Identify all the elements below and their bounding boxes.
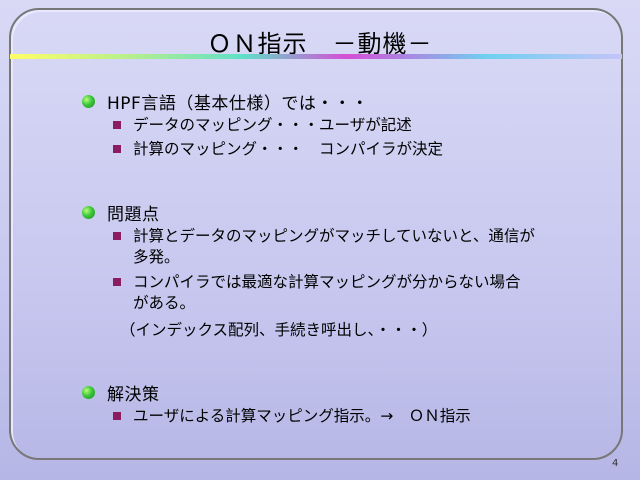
green-bullet-icon [82, 95, 95, 108]
title-underline-bar [10, 54, 622, 59]
green-bullet-icon [82, 206, 95, 219]
section-2-note: （インデックス配列、手続き呼出し、・・・） [120, 321, 438, 339]
square-bullet-icon [113, 121, 121, 129]
section-2-item-2-line-2: がある。 [133, 294, 196, 312]
section-1-item-1: データのマッピング・・・ユーザが記述 [113, 115, 412, 136]
section-2-item-1-line-1: 計算とデータのマッピングがマッチしていないと、通信が [133, 227, 535, 245]
slide-title: ＯＮ指示 －動機－ [207, 30, 433, 58]
section-3-bullet: 解決策 [82, 380, 160, 405]
square-bullet-icon [113, 145, 121, 153]
section-2-item-2: コンパイラでは最適な計算マッピングが分からない場合 がある。 [113, 272, 521, 314]
page-number: 4 [612, 458, 619, 469]
section-3-item-1: ユーザによる計算マッピング指示。→ ＯＮ指示 [113, 406, 471, 427]
section-1-heading: HPF言語（基本仕様）では・・・ [107, 94, 369, 114]
square-bullet-icon [113, 232, 121, 240]
title-area: ＯＮ指示 －動機－ [0, 24, 640, 59]
square-bullet-icon [113, 278, 121, 286]
section-3-item-1-line-1: ユーザによる計算マッピング指示。→ ＯＮ指示 [133, 407, 471, 425]
section-2-bullet: 問題点 [82, 200, 160, 225]
section-1-bullet: HPF言語（基本仕様）では・・・ [82, 89, 369, 114]
section-2-item-2-text: コンパイラでは最適な計算マッピングが分からない場合 がある。 [133, 272, 521, 314]
section-3-heading: 解決策 [107, 385, 160, 405]
square-bullet-icon [113, 412, 121, 420]
section-2-heading: 問題点 [107, 205, 160, 225]
section-2-item-2-line-1: コンパイラでは最適な計算マッピングが分からない場合 [133, 273, 521, 291]
section-2-item-1: 計算とデータのマッピングがマッチしていないと、通信が 多発。 [113, 226, 535, 268]
section-1-item-2-line-1: 計算のマッピング・・・ コンパイラが決定 [133, 140, 444, 158]
section-2-item-1-text: 計算とデータのマッピングがマッチしていないと、通信が 多発。 [133, 226, 535, 268]
green-bullet-icon [82, 386, 95, 399]
section-2-item-1-line-2: 多発。 [133, 248, 180, 266]
slide-frame [9, 8, 623, 460]
section-1-item-1-line-1: データのマッピング・・・ユーザが記述 [133, 116, 412, 134]
section-1-item-2: 計算のマッピング・・・ コンパイラが決定 [113, 139, 443, 160]
